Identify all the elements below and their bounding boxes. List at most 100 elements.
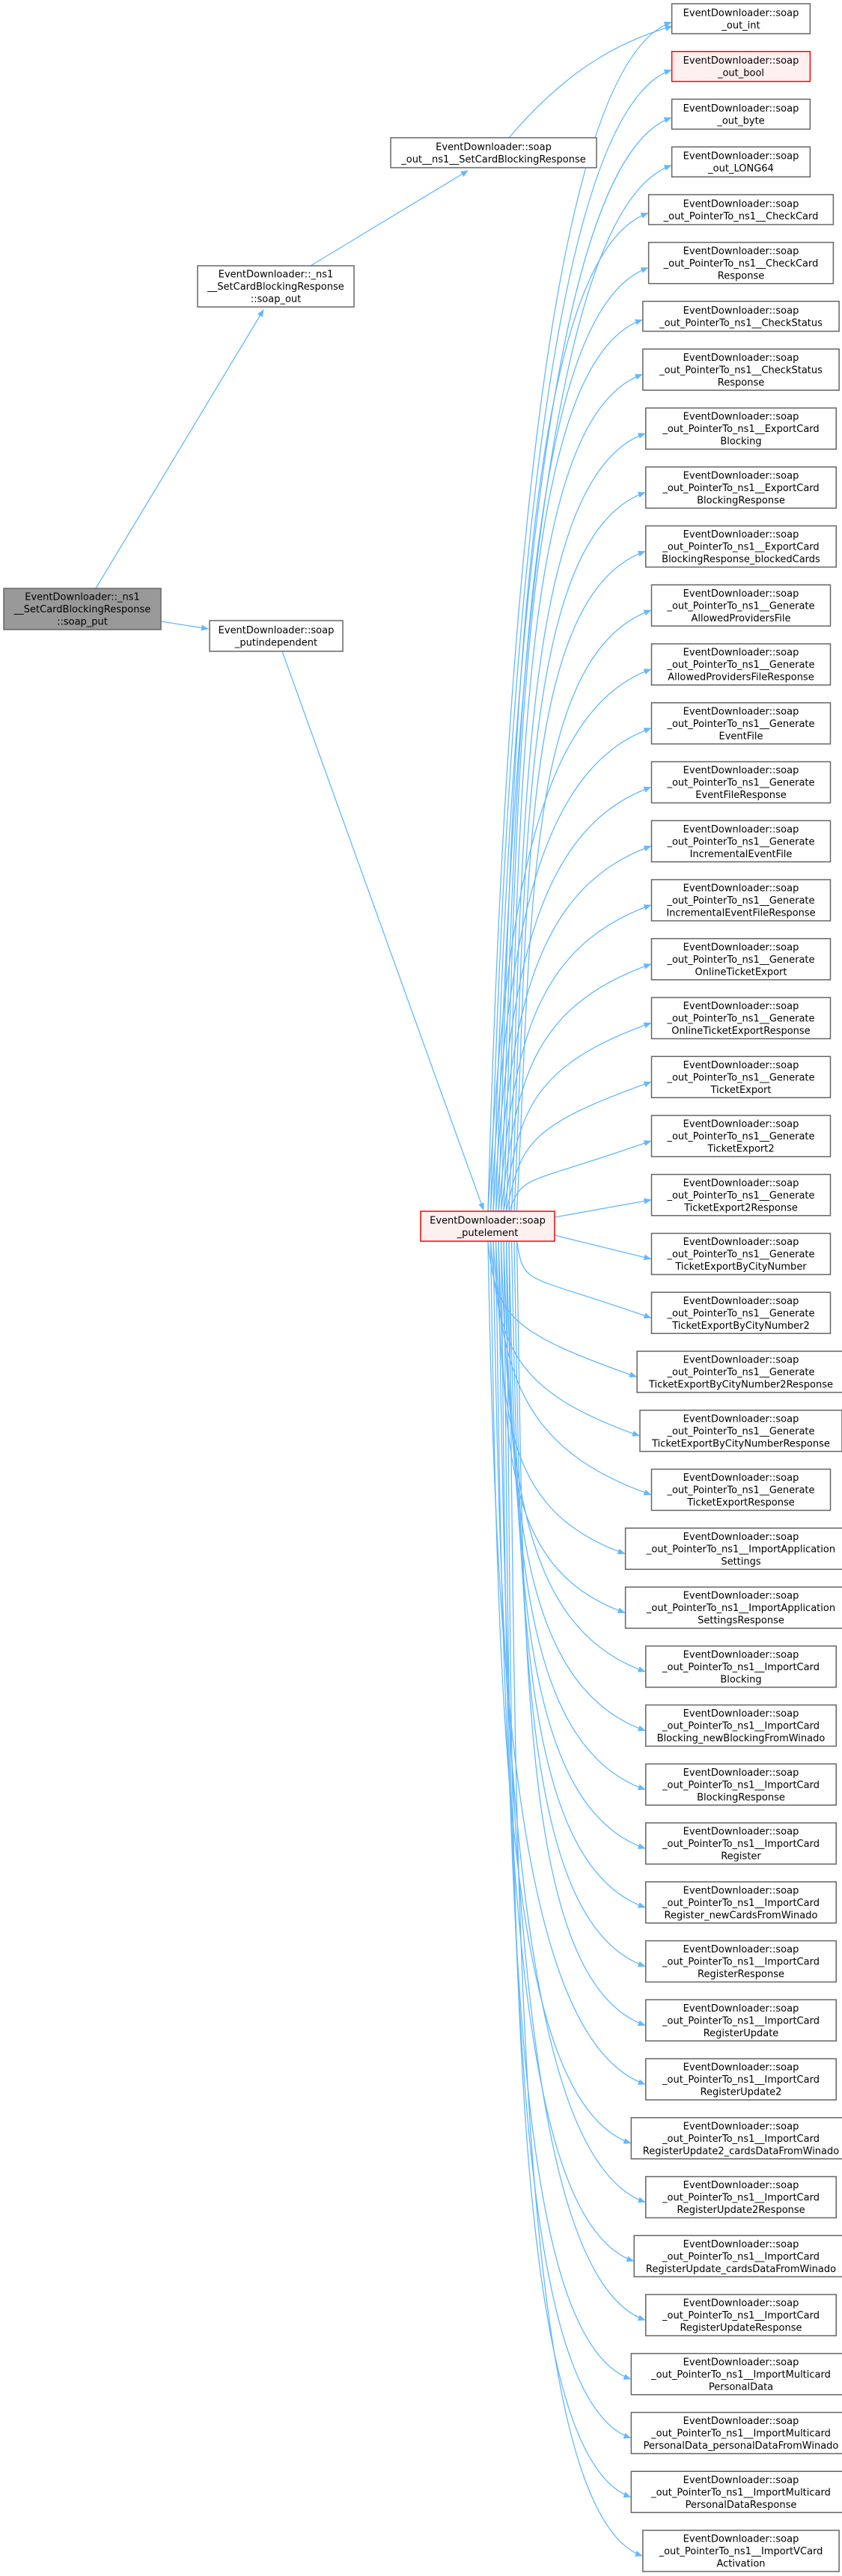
node-callee[interactable]: EventDownloader::soap_out_PointerTo_ns1_… [650,584,832,627]
node-soap-putelement[interactable]: EventDownloader::soap_putelement [420,1211,555,1242]
edge-putelement-to-callee [489,1240,640,1437]
node-label-line: _out_PointerTo_ns1__Generate [666,1367,814,1378]
node-callee[interactable]: EventDownloader::soap_out_PointerTo_ns1_… [642,2530,840,2572]
node-callee[interactable]: EventDownloader::soap_out_PointerTo_ns1_… [630,2353,842,2396]
edge-out-ns1-to-out-int [508,25,673,138]
node-label-line: Activation [716,2559,765,2570]
node-label-line: RegisterUpdate2_cardsDataFromWinado [643,2146,840,2157]
node-callee[interactable]: EventDownloader::soap_out_PointerTo_ns1_… [645,1940,837,1983]
node-soap-out[interactable]: EventDownloader::_ns1__SetCardBlockingRe… [197,265,355,308]
node-box [630,2411,842,2455]
node-box [624,1527,842,1570]
node-label-line: TicketExportByCityNumber2 [671,1321,810,1332]
edge-putelement-to-callee [513,550,646,1212]
node-label-line: EventDownloader::soap [683,2298,799,2309]
node-label-line: _out_PointerTo_ns1__Generate [666,1131,814,1142]
node-callee[interactable]: EventDownloader::soap_out_int [671,3,811,34]
node-callee[interactable]: EventDownloader::soap_out_PointerTo_ns1_… [650,761,832,804]
node-callee[interactable]: EventDownloader::soap_out_PointerTo_ns1_… [650,1115,832,1157]
node-callee[interactable]: EventDownloader::soap_out_PointerTo_ns1_… [642,348,840,391]
node-box [645,1763,837,1806]
edge-putelement-to-callee [489,69,672,1212]
node-callee[interactable]: EventDownloader::soap_out_PointerTo_ns1_… [650,1291,832,1334]
node-label-line: EventDownloader::soap [683,7,799,19]
node-box [650,938,832,981]
node-label-line: EventDownloader::soap [683,2003,799,2015]
node-callee[interactable]: EventDownloader::soap_out_PointerTo_ns1_… [645,1704,837,1747]
node-box [650,820,832,862]
node-label-line: Register_newCardsFromWinado [665,1910,818,1921]
node-callee[interactable]: EventDownloader::soap_out_PointerTo_ns1_… [624,1527,842,1570]
node-label-line: EventDownloader::soap [683,1649,799,1660]
node-label-line: _out_PointerTo_ns1__ImportApplication [646,1544,835,1555]
node-box [650,643,832,686]
node-callee[interactable]: EventDownloader::soap_out_PointerTo_ns1_… [624,1586,842,1629]
node-callee[interactable]: EventDownloader::soap_out_PointerTo_ns1_… [645,1881,837,1924]
node-callee[interactable]: EventDownloader::soap_out_PointerTo_ns1_… [636,1351,842,1393]
node-label-line: EventDownloader::soap [683,1767,799,1779]
node-soap-put-root[interactable]: EventDownloader::_ns1__SetCardBlockingRe… [3,588,162,630]
node-label-line: _out_PointerTo_ns1__Generate [666,778,814,789]
node-callee[interactable]: EventDownloader::soap_out_PointerTo_ns1_… [639,1410,842,1452]
node-label-line: Register [721,1851,761,1863]
node-label-line: _out_PointerTo_ns1__ImportMulticard [650,2487,831,2498]
node-label-line: _out_PointerTo_ns1__Generate [666,600,814,612]
node-label-line: EventDownloader::soap [683,1237,799,1248]
node-label-line: _out_PointerTo_ns1__ImportCard [662,2134,820,2145]
node-callee[interactable]: EventDownloader::soap_out_PointerTo_ns1_… [650,879,832,922]
node-label-line: EventDownloader::soap [683,1944,799,1955]
edge-putelement-to-callee [554,1234,652,1261]
node-label-line: EventDownloader::soap [683,1119,799,1130]
node-callee[interactable]: EventDownloader::soap_out_PointerTo_ns1_… [650,996,832,1040]
node-callee[interactable]: EventDownloader::soap_out_PointerTo_ns1_… [645,525,837,568]
node-soap-out-ns1-setcardblockingresponse[interactable]: EventDownloader::soap_out__ns1__SetCardB… [390,137,597,168]
node-label-line: _out_PointerTo_ns1__ImportCard [662,2193,820,2204]
node-callee[interactable]: EventDownloader::soap_out_byte [671,98,811,130]
node-callee[interactable]: EventDownloader::soap_out_PointerTo_ns1_… [645,1763,837,1806]
edge-putelement-to-callee [516,1240,652,1319]
node-callee[interactable]: EventDownloader::soap_out_PointerTo_ns1_… [650,1232,832,1276]
node-label-line: EventDownloader::soap [683,1355,799,1366]
node-callee[interactable]: EventDownloader::soap_out_PointerTo_ns1_… [645,2058,837,2101]
node-label-line: Blocking [720,1674,761,1685]
node-callee[interactable]: EventDownloader::soap_out_PointerTo_ns1_… [650,820,832,862]
edge-putelement-to-callee [510,1240,646,1908]
node-box [420,1211,555,1242]
node-callee[interactable]: EventDownloader::soap_out_LONG64 [671,146,811,177]
node-label-line: _out_PointerTo_ns1__CheckStatus [659,317,823,329]
node-callee[interactable]: EventDownloader::soap_out_PointerTo_ns1_… [647,194,835,225]
node-label-line: ::soap_out [251,294,302,305]
node-callee[interactable]: EventDownloader::soap_out_PointerTo_ns1_… [645,1999,837,2041]
node-callee[interactable]: EventDownloader::soap_out_PointerTo_ns1_… [630,2411,842,2455]
edge-putelement-to-callee [495,165,672,1212]
node-callee[interactable]: EventDownloader::soap_out_PointerTo_ns1_… [645,466,837,509]
node-callee[interactable]: EventDownloader::soap_out_bool [671,51,811,82]
node-callee[interactable]: EventDownloader::soap_out_PointerTo_ns1_… [630,2117,842,2160]
node-box [645,1704,837,1747]
node-callee[interactable]: EventDownloader::soap_out_PointerTo_ns1_… [645,2175,837,2219]
node-callee[interactable]: EventDownloader::soap_out_PointerTo_ns1_… [642,300,840,332]
node-callee[interactable]: EventDownloader::soap_out_PointerTo_ns1_… [647,242,835,284]
node-soap-putindependent[interactable]: EventDownloader::soap_putindependent [209,620,344,652]
node-label-line: _out_byte [716,115,764,127]
node-label-line: Settings [721,1556,761,1568]
node-callee[interactable]: EventDownloader::soap_out_PointerTo_ns1_… [633,2235,842,2277]
node-callee[interactable]: EventDownloader::soap_out_PointerTo_ns1_… [645,407,837,450]
node-label-line: _out_PointerTo_ns1__ImportMulticard [650,2369,831,2381]
node-callee[interactable]: EventDownloader::soap_out_PointerTo_ns1_… [645,1822,837,1865]
node-callee[interactable]: EventDownloader::soap_out_PointerTo_ns1_… [650,702,832,745]
edge-putelement-to-callee [510,492,646,1212]
node-label-line: EventDownloader::soap [219,625,335,636]
node-callee[interactable]: EventDownloader::soap_out_PointerTo_ns1_… [650,938,832,981]
node-callee[interactable]: EventDownloader::soap_out_PointerTo_ns1_… [650,1174,832,1217]
node-callee[interactable]: EventDownloader::soap_out_PointerTo_ns1_… [645,1645,837,1688]
node-callee[interactable]: EventDownloader::soap_out_PointerTo_ns1_… [630,2470,842,2513]
edge-putelement-to-callee [505,374,643,1212]
node-label-line: _out_PointerTo_ns1__ImportVCard [659,2546,823,2557]
node-callee[interactable]: EventDownloader::soap_out_PointerTo_ns1_… [650,1056,832,1098]
node-callee[interactable]: EventDownloader::soap_out_PointerTo_ns1_… [650,643,832,686]
node-callee[interactable]: EventDownloader::soap_out_PointerTo_ns1_… [650,1468,832,1511]
node-label-line: RegisterUpdate_cardsDataFromWinado [646,2264,836,2275]
node-callee[interactable]: EventDownloader::soap_out_PointerTo_ns1_… [645,2294,837,2336]
